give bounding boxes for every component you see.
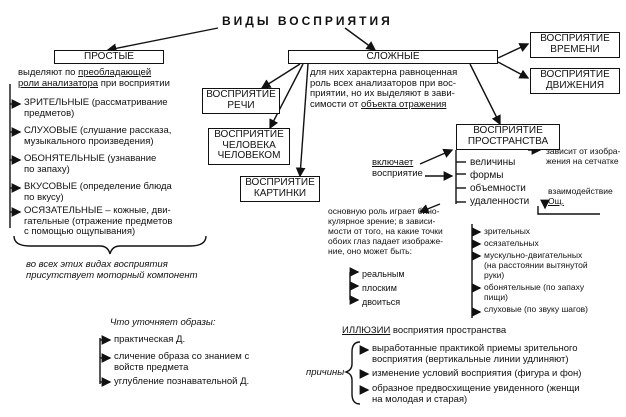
simple-box: ПРОСТЫЕ [54, 50, 164, 64]
depends-on-image: зависит от изобра-жения на сетчатке [546, 146, 621, 166]
space-properties: величины формы объемности удаленности [470, 157, 530, 207]
senses-list: зрительных осязательных мускульно-двигат… [484, 226, 589, 314]
simple-desc-line2: роли анализатора при восприятии [18, 78, 170, 89]
diagram-title: ВИДЫ ВОСПРИЯТИЯ [222, 14, 393, 28]
illusion-cause-conditions: изменение условий восприятия (фигура и ф… [372, 368, 582, 379]
illusions-heading: ИЛЛЮЗИИ восприятия пространства [342, 325, 507, 336]
causes-label: причины [306, 367, 345, 378]
complex-desc: для них характерна равноценная роль всех… [310, 67, 458, 110]
image-kinds: реальным плоским двоиться [362, 269, 405, 307]
refine-item-practical: практическая Д. [114, 334, 186, 345]
complex-box: СЛОЖНЫЕ [288, 50, 498, 64]
refine-heading: Что уточняет образы: [110, 317, 216, 328]
simple-item-tactile: ОСЯЗАТЕЛЬНЫЕ – кожные, дви-гательные (от… [24, 205, 173, 237]
illusion-cause-practice: выработанные практикой приемы зрительног… [372, 343, 578, 365]
binocular-vision: основную роль играет бино- кулярное зрен… [328, 206, 444, 256]
illusion-cause-anticipation: образное предвосхищение увиденного (женщ… [372, 383, 580, 405]
simple-item-auditory: СЛУХОВЫЕ (слушание рассказа,музыкального… [24, 125, 172, 147]
refine-item-cognitive: углубление познавательной Д. [114, 376, 250, 387]
simple-desc-line1: выделяют по преобладающей [18, 67, 152, 78]
